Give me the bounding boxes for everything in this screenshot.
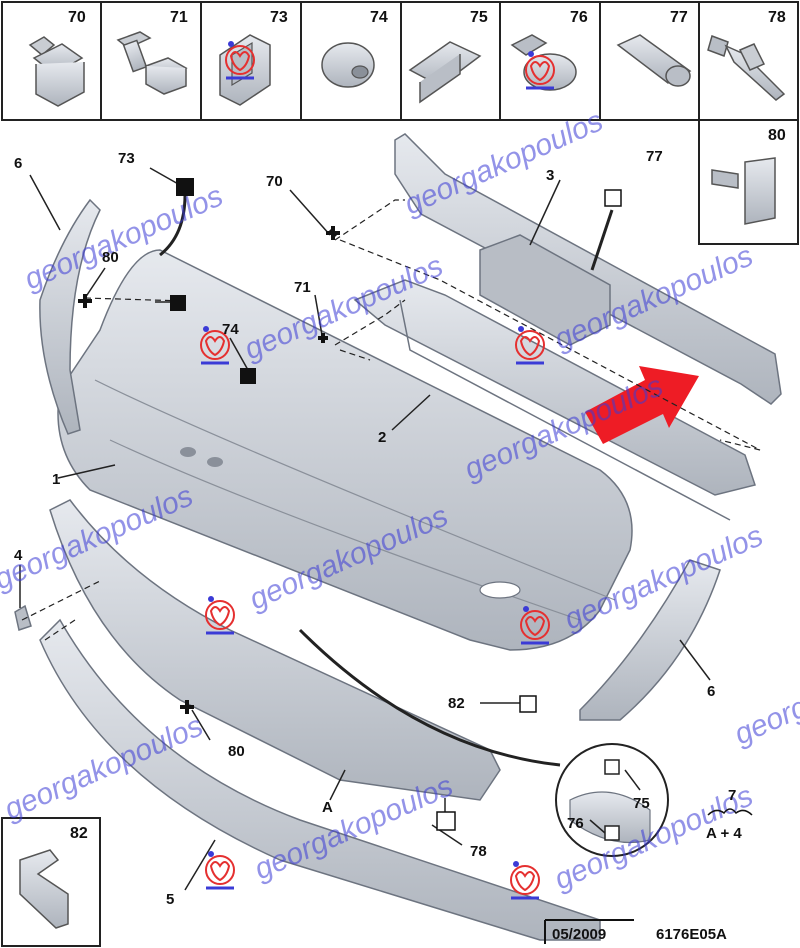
watermark: georgakopoulos xyxy=(729,634,800,751)
cell-label-70: 70 xyxy=(68,9,86,26)
callout-A: A xyxy=(322,799,333,816)
logo-icon xyxy=(204,849,236,890)
detail-zoom-circle xyxy=(555,743,669,857)
callout-73: 73 xyxy=(118,150,135,167)
corner-cell-label: 82 xyxy=(70,825,88,842)
callout-5: 5 xyxy=(166,891,174,908)
side-cell-label: 80 xyxy=(768,127,786,144)
callout-77: 77 xyxy=(646,148,663,165)
cell-label-73: 73 xyxy=(270,9,288,26)
callout-70: 70 xyxy=(266,173,283,190)
nut-74-icon xyxy=(321,42,375,88)
direction-arrow-icon xyxy=(585,366,699,444)
callout-80-top: 80 xyxy=(102,249,119,266)
part-A-diffuser xyxy=(49,499,501,801)
retainer-75-icon xyxy=(408,41,482,104)
screw-80-icon xyxy=(711,157,776,225)
rivet-77-icon xyxy=(616,34,692,87)
cell-label-75: 75 xyxy=(470,9,488,26)
callout-7-formula: A + 4 xyxy=(706,825,742,842)
corner-cell-82: 82 xyxy=(1,817,101,947)
callout-1: 1 xyxy=(52,471,60,488)
side-cell-80: 80 xyxy=(698,119,799,245)
callout-76: 76 xyxy=(567,815,584,832)
callout-82: 82 xyxy=(448,695,465,712)
part-3-rail xyxy=(394,133,782,405)
cell-label-78: 78 xyxy=(768,9,786,26)
bolt-70-icon xyxy=(28,36,85,107)
callout-6-left: 6 xyxy=(14,155,22,172)
part-2-beam xyxy=(353,279,756,521)
callout-75: 75 xyxy=(633,795,650,812)
callout-74: 74 xyxy=(222,321,239,338)
callout-numbers: 6 73 70 3 77 80 71 74 2 1 4 82 6 80 A 78… xyxy=(14,148,753,908)
footer: 05/2009 6176E05A xyxy=(544,919,727,944)
callout-4: 4 xyxy=(14,547,23,564)
callout-6-right: 6 xyxy=(707,683,715,700)
callout-7: 7 xyxy=(728,787,736,804)
bracket-82-icon xyxy=(19,849,69,929)
part-6-right-trim xyxy=(579,559,721,721)
callout-80-bottom: 80 xyxy=(228,743,245,760)
brace-icon xyxy=(707,808,753,816)
part-6-left-trim xyxy=(39,198,101,435)
callout-3: 3 xyxy=(546,167,554,184)
leader-lines xyxy=(19,167,711,891)
footer-date: 05/2009 xyxy=(552,926,606,943)
parts-row: 70 71 73 74 75 7 xyxy=(1,1,799,121)
callout-71: 71 xyxy=(294,279,311,296)
markers xyxy=(78,178,622,831)
footer-code: 6176E05A xyxy=(656,926,727,943)
cell-label-71: 71 xyxy=(170,9,188,26)
cell-label-74: 74 xyxy=(370,9,388,26)
cell-label-76: 76 xyxy=(570,9,588,26)
callout-2: 2 xyxy=(378,429,386,446)
stud-71-icon xyxy=(116,31,188,95)
rivet-78-icon xyxy=(707,35,786,101)
part-5-lower-lip xyxy=(39,618,601,941)
callout-78: 78 xyxy=(470,843,487,860)
part-4-bracket xyxy=(14,604,32,631)
guide-lines xyxy=(21,199,761,641)
cell-label-77: 77 xyxy=(670,9,688,26)
